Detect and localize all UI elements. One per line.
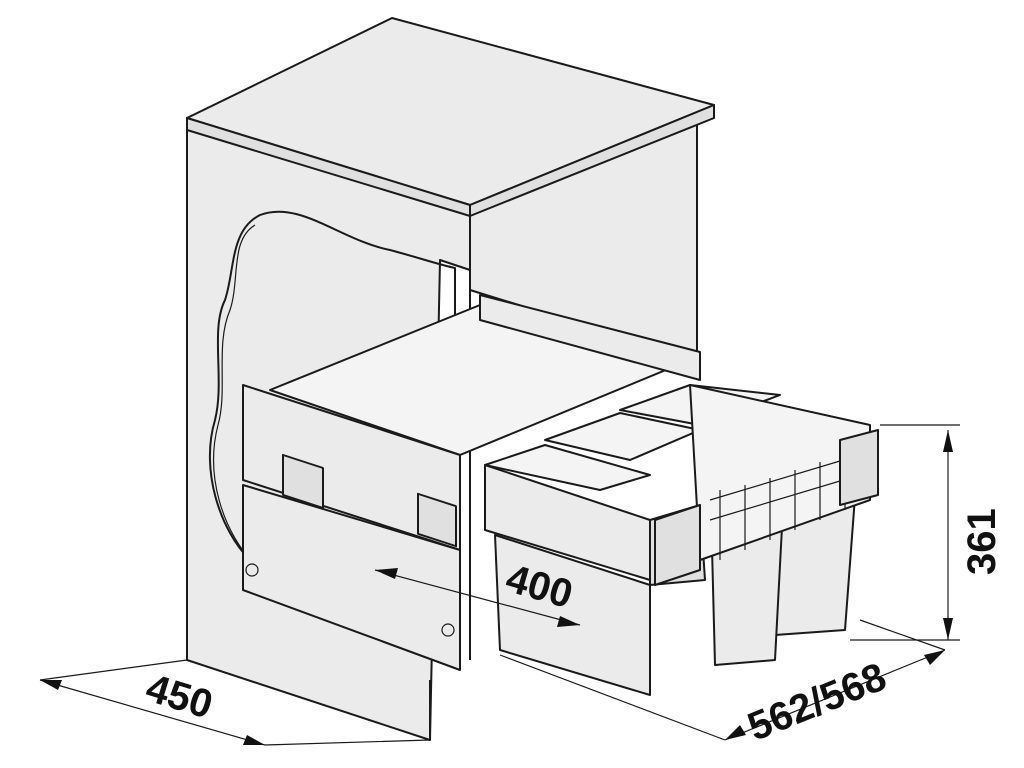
dimension-depth-label: 450 [141,666,218,728]
dimension-total-depth-label: 562/568 [742,655,893,750]
dimension-height-label: 361 [960,508,1004,575]
waste-bins [484,384,879,696]
dimension-lines [39,424,960,746]
drawer-frame [242,294,701,671]
countertop [186,17,715,217]
